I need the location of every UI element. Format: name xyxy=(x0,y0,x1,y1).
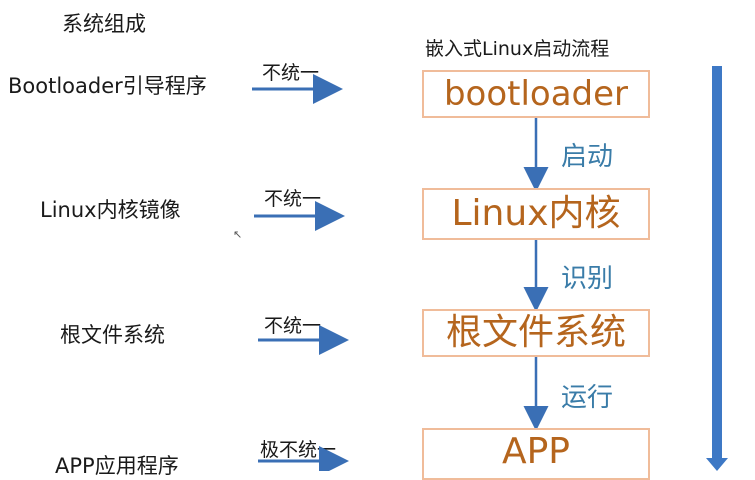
transition-identify: 识别 xyxy=(561,264,614,294)
tag-app: 极不统一 xyxy=(260,439,337,461)
overall-progress-bar xyxy=(712,66,722,464)
tag-kernel: 不统一 xyxy=(264,188,322,210)
stage-rootfs: 根文件系统 xyxy=(422,309,650,357)
section-title: 系统组成 xyxy=(62,12,146,36)
tag-bootloader: 不统一 xyxy=(262,62,320,84)
component-kernel: Linux内核镜像 xyxy=(40,198,181,222)
overall-progress-head xyxy=(706,458,728,471)
mouse-cursor-icon: ↖ xyxy=(233,228,243,241)
stage-kernel: Linux内核 xyxy=(422,188,650,240)
tag-rootfs: 不统一 xyxy=(264,315,322,337)
stage-app: APP xyxy=(422,428,650,480)
flow-title: 嵌入式Linux启动流程 xyxy=(425,38,610,60)
stage-bootloader: bootloader xyxy=(422,70,650,118)
transition-start: 启动 xyxy=(561,142,614,172)
transition-run: 运行 xyxy=(561,383,614,413)
component-bootloader: Bootloader引导程序 xyxy=(8,74,207,98)
component-rootfs: 根文件系统 xyxy=(60,323,165,347)
